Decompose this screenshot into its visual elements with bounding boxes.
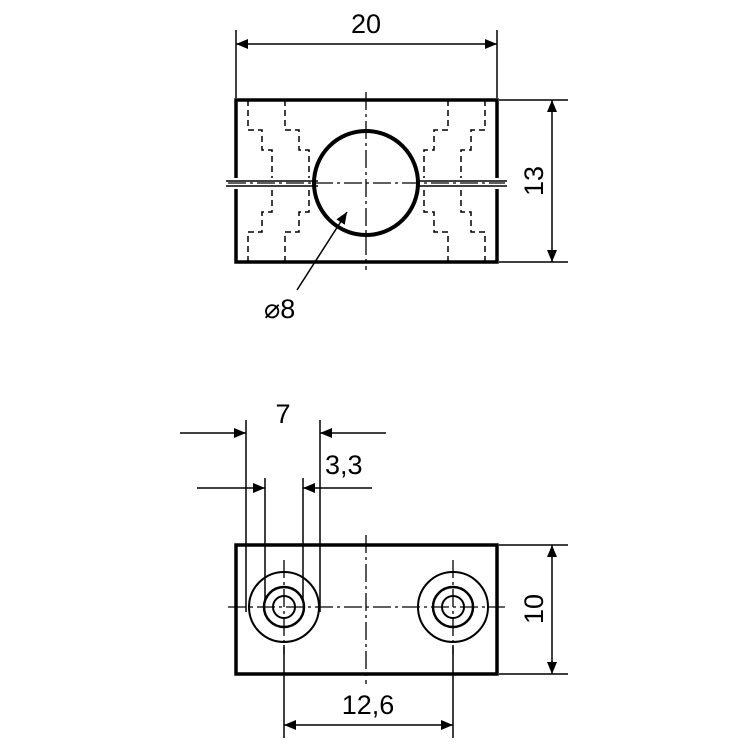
diameter-label: ⌀8 — [264, 294, 295, 324]
hidden-lines-lower — [247, 189, 486, 262]
dimension-width-label: 20 — [351, 9, 381, 39]
front-view-extension-lines — [245, 420, 321, 612]
diameter-leader — [296, 211, 348, 291]
dimension-height-front — [499, 544, 568, 675]
front-view: 7 3,3 12,6 10 — [180, 399, 568, 738]
bore-circle — [312, 129, 420, 237]
hidden-lines-upper — [247, 100, 486, 178]
dimension-hole-spacing — [283, 645, 454, 738]
dimension-offset-b-label: 3,3 — [325, 450, 363, 480]
dimension-height-top-label: 13 — [519, 166, 549, 196]
front-view-center-lines — [228, 535, 505, 684]
top-view-center-lines — [228, 92, 505, 270]
dimension-hole-spacing-label: 12,6 — [342, 690, 395, 720]
dimension-height-front-label: 10 — [519, 594, 549, 624]
top-view: 20 13 ⌀8 — [226, 9, 568, 324]
dimension-offset-a-label: 7 — [275, 399, 290, 429]
split-line — [226, 180, 507, 187]
dimension-width — [235, 30, 498, 98]
dimension-height-top — [499, 99, 568, 263]
